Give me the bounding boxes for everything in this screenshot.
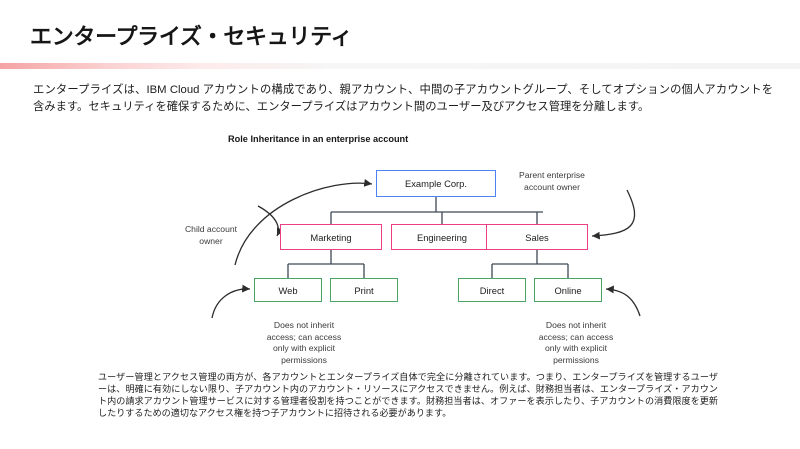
diagram-node-engineering[interactable]: Engineering	[391, 224, 493, 250]
diagram-node-example-corp[interactable]: Example Corp.	[376, 170, 496, 197]
diagram-node-sales[interactable]: Sales	[486, 224, 588, 250]
role-inheritance-diagram: Role Inheritance in an enterprise accoun…	[140, 130, 700, 370]
diagram-node-web[interactable]: Web	[254, 278, 322, 302]
node-label: Direct	[479, 284, 505, 296]
label-child-account-owner: Child account owner	[184, 224, 238, 246]
page-title: エンタープライズ・セキュリティ	[30, 24, 353, 49]
node-label: Web	[278, 284, 298, 296]
diagram-title: Role Inheritance in an enterprise accoun…	[228, 134, 409, 144]
intro-paragraph: エンタープライズは、IBM Cloud アカウントの構成であり、親アカウント、中…	[33, 84, 773, 113]
body-paragraph: ユーザー管理とアクセス管理の両方が、各アカウントとエンタープライズ自体で完全に分…	[98, 372, 718, 418]
diagram-node-marketing[interactable]: Marketing	[280, 224, 382, 250]
title-accent-rule	[0, 63, 800, 69]
node-label: Sales	[525, 231, 549, 243]
note-inheritance-left: Does not inherit access; can access only…	[266, 320, 342, 365]
node-label: Marketing	[310, 231, 352, 243]
node-label: Online	[554, 284, 582, 296]
node-label: Example Corp.	[404, 178, 467, 189]
node-label: Print	[354, 284, 374, 296]
node-label: Engineering	[416, 231, 468, 243]
diagram-connectors	[211, 179, 641, 319]
label-parent-enterprise-account-owner: Parent enterprise account owner	[519, 170, 585, 192]
note-inheritance-right: Does not inherit access; can access only…	[538, 320, 614, 365]
diagram-node-print[interactable]: Print	[330, 278, 398, 302]
diagram-node-online[interactable]: Online	[534, 278, 602, 302]
diagram-node-direct[interactable]: Direct	[458, 278, 526, 302]
